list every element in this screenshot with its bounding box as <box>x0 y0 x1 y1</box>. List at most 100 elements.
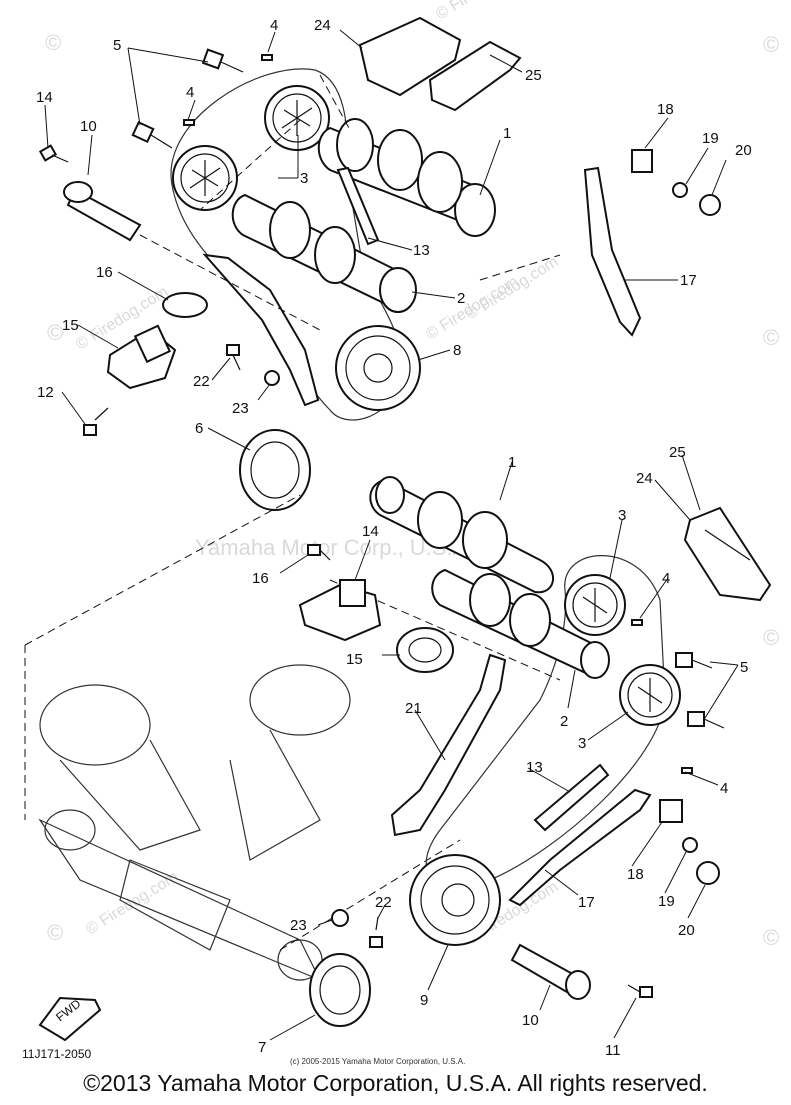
upper-cam-chain-segment <box>336 166 380 246</box>
callout-number: 20 <box>678 922 695 939</box>
callout-number: 13 <box>413 242 430 259</box>
upper-callouts: 4 4 5 14 10 24 25 18 19 20 17 1 2 3 13 8… <box>36 17 752 437</box>
watermark-site: © Firedog.com <box>463 253 561 323</box>
upper-pin-4a <box>261 54 273 61</box>
callout-number: 19 <box>658 893 675 910</box>
callout-number: 16 <box>252 570 269 587</box>
upper-chain-guide <box>583 166 642 337</box>
upper-tensioner-guide <box>202 253 320 407</box>
watermark-corner: © <box>47 920 63 945</box>
callout-number: 17 <box>680 272 697 289</box>
upper-nut-20 <box>699 194 721 216</box>
callout-number: 19 <box>702 130 719 147</box>
upper-chain-tensioner <box>106 324 177 390</box>
lower-shaft-pin <box>510 943 591 1000</box>
lower-callouts: 1 3 25 24 14 16 15 4 5 21 2 3 4 13 17 18… <box>252 444 748 1059</box>
upper-pin-4b <box>183 119 195 126</box>
callout-number: 14 <box>36 89 53 106</box>
callout-number: 22 <box>375 894 392 911</box>
upper-bolt-16 <box>83 407 109 436</box>
lower-assembly: FWD <box>24 476 772 1042</box>
callout-number: 11 <box>605 1042 621 1059</box>
callout-number: 18 <box>657 101 674 118</box>
lower-bolt-11 <box>627 984 653 998</box>
callout-number: 1 <box>508 454 516 471</box>
callout-number: 3 <box>618 507 626 524</box>
upper-bolt-5b <box>131 120 173 149</box>
lower-gasket <box>396 627 454 673</box>
lower-chain-tensioner <box>298 579 382 642</box>
callout-number: 15 <box>62 317 79 334</box>
lower-nut-20 <box>696 861 720 885</box>
callout-number: 13 <box>526 759 543 776</box>
upper-part-18 <box>631 149 653 173</box>
lower-bracket-24 <box>683 506 772 602</box>
callout-number: 8 <box>453 342 461 359</box>
upper-bolt-22 <box>226 344 241 371</box>
callout-number: 10 <box>522 1012 539 1029</box>
watermark-corner: © <box>763 625 779 650</box>
callout-number: 3 <box>300 170 308 187</box>
upper-idler-gear <box>335 325 421 411</box>
callout-number: 16 <box>96 264 113 281</box>
watermark-corner: © <box>47 320 63 345</box>
callout-number: 17 <box>578 894 595 911</box>
lower-bolt-5a <box>675 652 713 669</box>
lower-camshaft-1 <box>369 476 555 594</box>
callout-number: 24 <box>314 17 331 34</box>
watermark-corner: © <box>763 32 779 57</box>
lower-washer-19 <box>682 837 698 853</box>
upper-gasket <box>162 292 208 318</box>
upper-bolt-5a <box>201 48 244 73</box>
callout-number: 3 <box>578 735 586 752</box>
lower-washer-23 <box>331 909 349 927</box>
lower-cam-chain <box>425 555 666 887</box>
callout-number: 15 <box>346 651 363 668</box>
callout-number: 5 <box>113 37 121 54</box>
watermark-corner: © <box>45 30 61 55</box>
lower-pin-4a <box>631 619 643 626</box>
callout-number: 18 <box>627 866 644 883</box>
watermark-site: © Firedog.com <box>433 0 531 23</box>
lower-part-18 <box>659 799 683 823</box>
upper-bracket-24 <box>358 16 462 97</box>
diagram-code: 11J171-2050 <box>22 1047 91 1061</box>
callout-number: 25 <box>669 444 686 461</box>
callout-number: 14 <box>362 523 379 540</box>
lower-chain-guide-21 <box>390 653 507 837</box>
upper-assembly <box>38 16 721 511</box>
watermark-corner: © <box>763 925 779 950</box>
callout-number: 5 <box>740 659 748 676</box>
diagram-small-copyright: (c) 2005-2015 Yamaha Motor Corporation, … <box>290 1057 465 1066</box>
callout-number: 9 <box>420 992 428 1009</box>
lower-bolt-5b <box>687 711 725 729</box>
lower-cam-chain-segment <box>533 763 610 832</box>
callout-number: 4 <box>270 17 278 34</box>
callout-number: 4 <box>662 570 670 587</box>
callout-number: 20 <box>735 142 752 159</box>
callout-number: 4 <box>186 84 194 101</box>
callout-number: 22 <box>193 373 210 390</box>
upper-washer-23 <box>264 370 280 386</box>
lower-camshaft-2 <box>431 568 610 679</box>
callout-number: 23 <box>232 400 249 417</box>
watermark-corner: © <box>763 325 779 350</box>
lower-chain-guide-17 <box>508 788 652 907</box>
lower-bolt-16 <box>307 544 331 561</box>
upper-camshaft-1 <box>317 118 496 237</box>
lower-bolt-22 <box>369 916 383 948</box>
callout-number: 1 <box>503 125 511 142</box>
callout-number: 2 <box>560 713 568 730</box>
footer-copyright: ©2013 Yamaha Motor Corporation, U.S.A. A… <box>83 1070 708 1096</box>
callout-number: 7 <box>258 1039 266 1056</box>
callout-number: 4 <box>720 780 728 797</box>
leader-lines <box>44 29 739 1041</box>
callout-number: 10 <box>80 118 97 135</box>
callout-number: 25 <box>525 67 542 84</box>
upper-camshaft-2 <box>231 193 417 313</box>
upper-washer-19 <box>672 182 688 198</box>
callout-number: 12 <box>37 384 54 401</box>
upper-bolt-12 <box>38 144 69 163</box>
callout-number: 2 <box>457 290 465 307</box>
fwd-arrow-icon: FWD <box>38 996 102 1042</box>
